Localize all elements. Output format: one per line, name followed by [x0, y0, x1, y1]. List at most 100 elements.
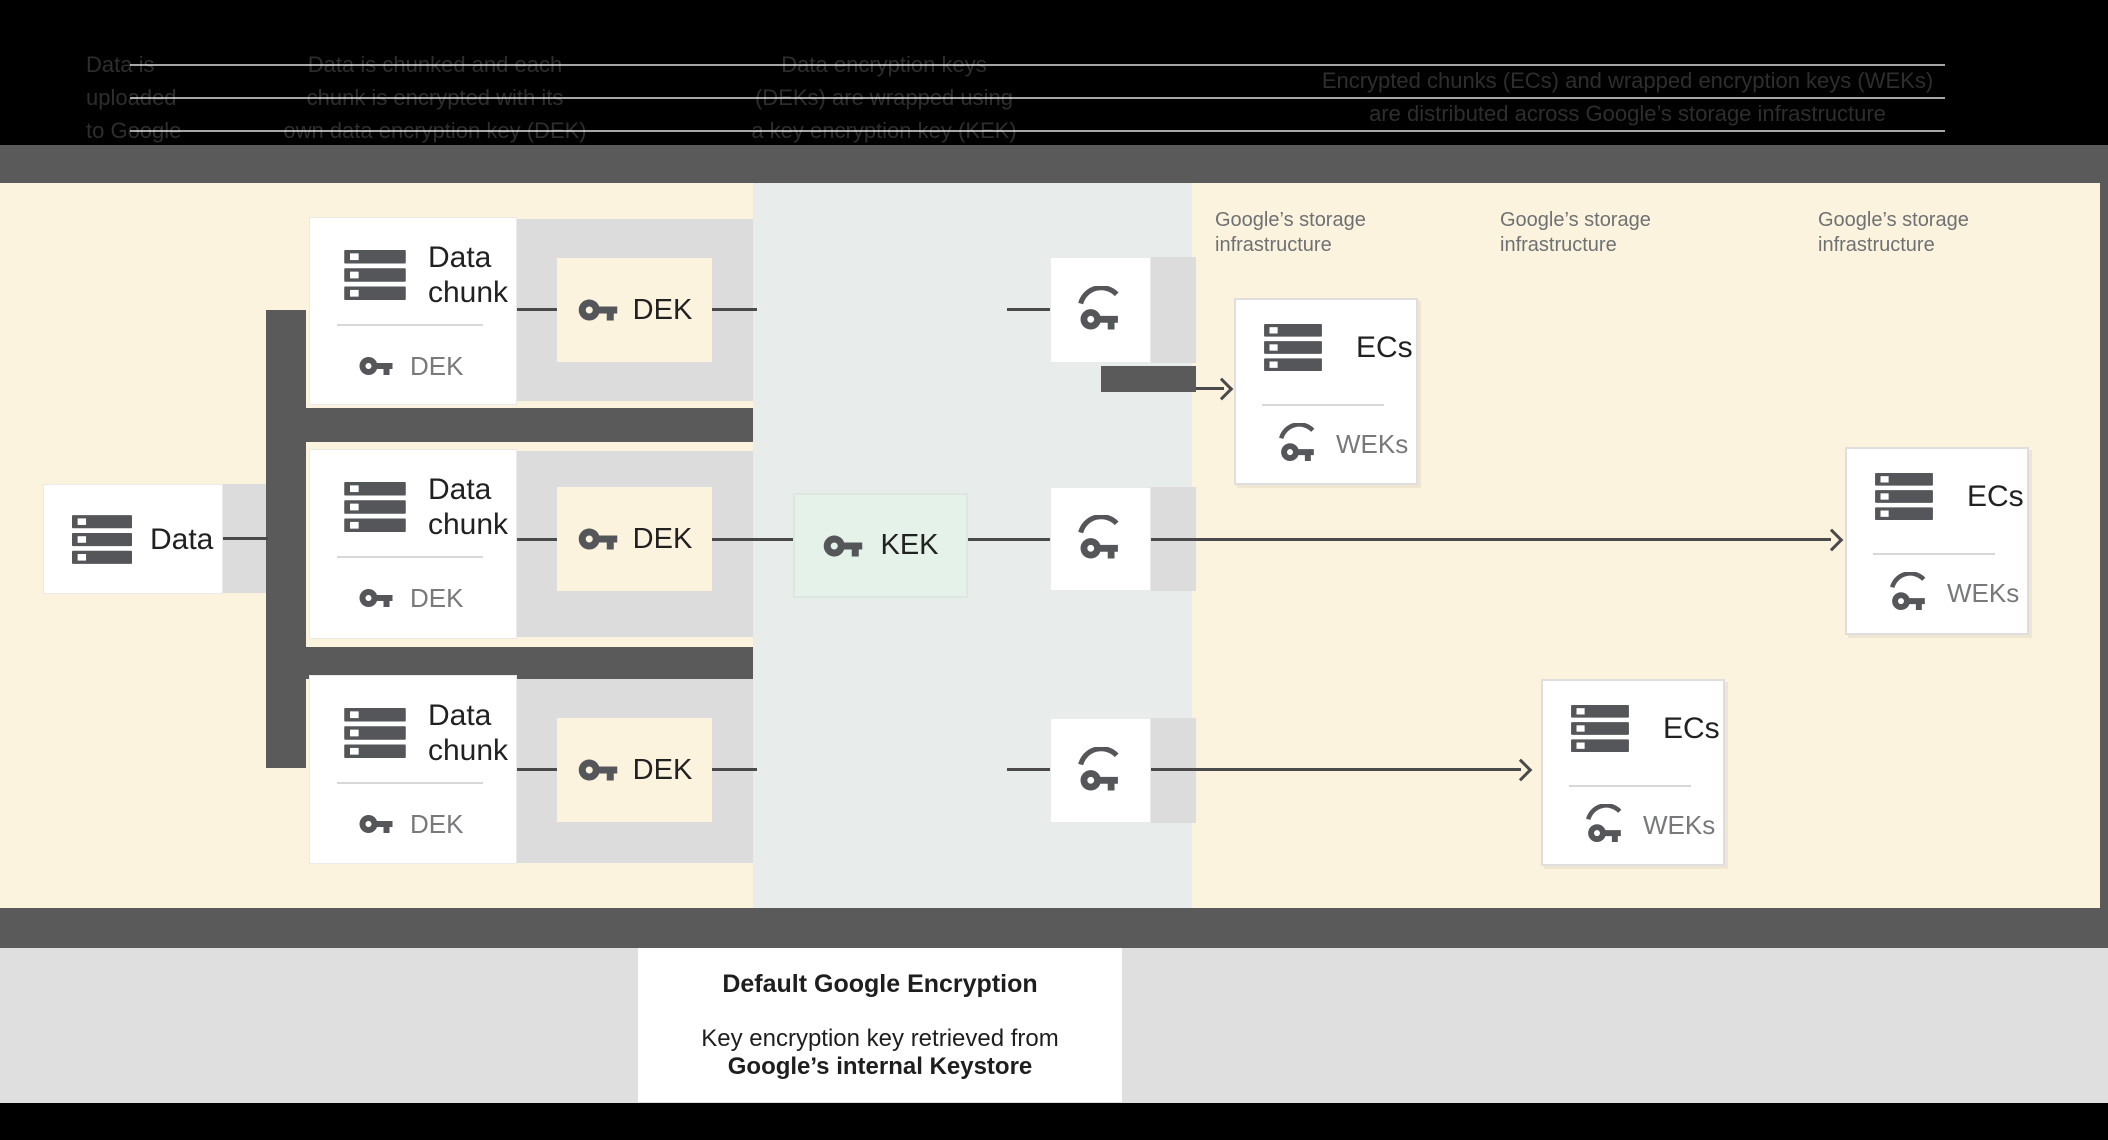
storage-infrastructure-label: Google’s storage infrastructure [1500, 209, 1651, 256]
arrowhead-ecs-right [1820, 528, 1844, 552]
connector-dek2-kek [710, 538, 795, 541]
server-icon [344, 708, 406, 758]
dek-box-label: DEK [632, 753, 693, 786]
kek-box: KEK [793, 493, 968, 598]
server-icon [1875, 473, 1933, 520]
ecs-key-label: WEKs [1947, 577, 2020, 608]
ecs-header: ECs [1264, 324, 1413, 371]
wrapped-key-icon [1076, 515, 1126, 563]
data-chunk-card: Data chunk DEK [309, 675, 517, 864]
ecs-title: ECs [1663, 712, 1720, 745]
ecs-title: ECs [1356, 331, 1413, 364]
storage-infrastructure-label: Google’s storage infrastructure [1215, 209, 1366, 256]
ecs-key-row: WEKs [1887, 573, 2019, 613]
server-icon [72, 514, 132, 564]
key-icon [578, 299, 617, 321]
caption-title: Default Google Encryption [722, 970, 1038, 998]
connector-key3-ecs-bottom [1149, 768, 1521, 771]
header-step-4-line: are distributed across Google’s storage … [1369, 101, 1886, 126]
ecs-key-row: WEKs [1276, 424, 1408, 464]
key-icon [824, 535, 863, 556]
ecs-key-label: WEKs [1643, 809, 1716, 840]
ecs-card: ECs WEKs [1845, 447, 2029, 635]
data-chunk-title: Data chunk [428, 473, 509, 541]
wrapped-key-box [1050, 257, 1151, 363]
data-chunk-card: Data chunk DEK [309, 217, 517, 405]
chunk-bracket-vertical [266, 310, 306, 768]
wrapped-key-icon [1076, 286, 1126, 334]
card-divider [1569, 785, 1691, 787]
caption-line2: Google’s internal Keystore [727, 1053, 1033, 1080]
card-divider [1262, 404, 1384, 406]
key-icon [359, 589, 393, 607]
connector-chunk3-dek3 [515, 768, 559, 771]
server-icon [1571, 705, 1629, 752]
ecs-header: ECs [1875, 473, 2024, 520]
data-chunk-key-label: DEK [410, 582, 464, 613]
header-rule [130, 64, 1945, 66]
header-step-4: Encrypted chunks (ECs) and wrapped encry… [1305, 64, 1950, 130]
connector-kek-key2 [966, 538, 1052, 541]
dek-box-label: DEK [632, 522, 693, 555]
connector-stub-key1 [1007, 308, 1050, 311]
ecs-key-row: WEKs [1583, 805, 1715, 845]
storage-infrastructure-label: Google’s storage infrastructure [1818, 209, 1969, 256]
header-rule [130, 97, 1945, 99]
key-icon [359, 357, 393, 375]
ecs-header: ECs [1571, 705, 1720, 752]
data-chunk-header: Data chunk [344, 698, 508, 768]
wrapped-key-box [1050, 718, 1151, 823]
key-icon [578, 528, 617, 550]
data-chunk-header: Data chunk [344, 240, 508, 310]
ecs-title: ECs [1967, 480, 2024, 513]
dek-box-label: DEK [632, 293, 693, 326]
connector-bar-ecs-top [1196, 387, 1224, 390]
kek-box-label: KEK [880, 529, 939, 561]
ecs-card: ECs WEKs [1541, 679, 1725, 866]
server-icon [344, 250, 406, 300]
right-edge-strip [2100, 145, 2108, 948]
ecs-key-label: WEKs [1336, 428, 1409, 459]
header-rule [130, 130, 1945, 132]
wrapped-key-icon [1076, 747, 1126, 795]
server-icon [344, 482, 406, 532]
connector-dek3-band [710, 768, 757, 771]
card-divider [337, 782, 483, 784]
wrapped-key-icon [1887, 572, 1933, 614]
server-icon [1264, 324, 1322, 371]
data-chunk-title: Data chunk [428, 699, 509, 767]
arrowhead-ecs-top [1210, 377, 1234, 401]
caption-line1: Key encryption key retrieved from [701, 1025, 1059, 1052]
data-chunk-key-row: DEK [358, 804, 463, 844]
card-divider [337, 556, 483, 558]
dek-box: DEK [557, 258, 712, 362]
row-gap-bar-2 [306, 647, 753, 679]
data-chunk-card: Data chunk DEK [309, 449, 517, 639]
diagram-area: Data Data chunk DEK Data chunk DEK [0, 183, 2108, 908]
data-chunk-key-row: DEK [358, 578, 463, 618]
wrapped-key-icon [1583, 804, 1629, 846]
wrapped-key-box [1050, 487, 1151, 591]
card-divider [1873, 553, 1995, 555]
footer-band: Default Google Encryption Key encryption… [0, 948, 2108, 1103]
connector-dek1-band [710, 308, 757, 311]
connector-stub-key3 [1007, 768, 1050, 771]
row-gap-bar-1 [306, 408, 753, 442]
arrowhead-ecs-bottom [1509, 758, 1533, 782]
key-icon [578, 759, 617, 781]
data-card: Data [43, 484, 223, 594]
connector-key2-ecs-right [1149, 538, 1831, 541]
top-divider-bar [0, 145, 2108, 183]
wrapped-key-icon [1276, 423, 1322, 465]
ecs-card: ECs WEKs [1234, 298, 1418, 485]
data-chunk-key-row: DEK [358, 346, 463, 386]
dek-box: DEK [557, 487, 712, 591]
dek-box: DEK [557, 718, 712, 822]
connector-data-bracket [221, 537, 268, 540]
data-card-label: Data [150, 522, 214, 556]
data-chunk-title: Data chunk [428, 241, 509, 309]
bottom-divider-bar [0, 908, 2108, 948]
header-step-4-line: Encrypted chunks (ECs) and wrapped encry… [1321, 68, 1934, 93]
data-chunk-header: Data chunk [344, 472, 508, 542]
